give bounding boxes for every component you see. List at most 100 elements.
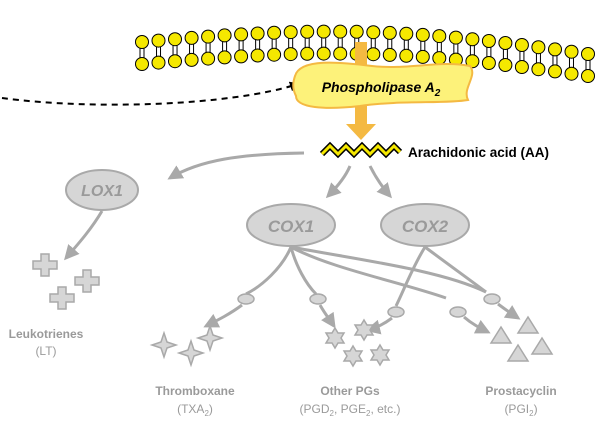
lipid-head-inner — [581, 69, 595, 83]
intermediate-pg1 — [309, 293, 327, 305]
lipid-tail — [205, 41, 211, 54]
lipid-head-outer — [366, 25, 381, 40]
lipid-tail — [337, 36, 343, 49]
intermediates — [237, 293, 501, 318]
cox2-branches — [394, 245, 487, 307]
prostacyclin-abbr: (PGI2) — [504, 402, 537, 418]
lipid-tail — [271, 37, 277, 50]
lipid-head-outer — [151, 33, 166, 48]
lipid-tail — [535, 52, 541, 65]
activation-dashed-arrow — [1, 81, 300, 106]
lipid-head-outer — [399, 26, 414, 41]
lipid-head-outer — [135, 35, 149, 49]
lipid-head-inner — [382, 47, 397, 62]
aa-to-lox1-arrow — [167, 151, 305, 180]
lipid-head-outer — [581, 47, 595, 61]
lt-cross-2 — [74, 269, 100, 293]
cox1-label: COX1 — [268, 217, 314, 236]
lipid-head-outer — [564, 44, 579, 59]
lipid-head-inner — [465, 54, 480, 69]
lipid-head-outer — [465, 32, 480, 47]
lipid-head-inner — [151, 55, 166, 70]
cox1-branch-pgi-b — [290, 245, 487, 294]
lipid-head-inner — [135, 57, 149, 71]
lipid-tail — [321, 36, 327, 49]
lox1-enzyme: LOX1 — [65, 169, 139, 211]
leukotrienes-label: Leukotrienes — [9, 327, 84, 341]
cox1-branch-tx — [245, 246, 293, 296]
lipid-head-outer — [415, 27, 430, 42]
lipid-head-outer — [333, 24, 348, 39]
lipid-head-inner — [250, 48, 265, 63]
tx-arrow — [203, 303, 243, 328]
lipid-head-outer — [514, 38, 529, 52]
leukotriene-symbols — [32, 253, 100, 310]
lipid-tail — [453, 42, 459, 55]
lipid-tail — [519, 50, 525, 63]
lipid-head-inner — [498, 58, 513, 72]
cox2-branch-pg — [394, 246, 427, 307]
cox2-enzyme: COX2 — [380, 203, 470, 247]
intermediate-tx — [237, 293, 255, 305]
lt-cross-1 — [32, 253, 58, 277]
lipid-tail — [288, 37, 294, 50]
lipid-head-outer — [382, 25, 397, 40]
lipid-head-outer — [217, 28, 232, 43]
lipid-tail — [502, 47, 508, 60]
lipid-head-inner — [514, 60, 529, 74]
lox1-label: LOX1 — [81, 183, 123, 200]
lipid-head-inner — [399, 48, 414, 63]
lipid-head-outer — [316, 24, 331, 39]
other-pg-symbols — [324, 318, 391, 368]
lipid-head-inner — [548, 64, 562, 79]
lipid-head-outer — [432, 29, 447, 44]
lipid-tail — [403, 38, 409, 51]
pg-star-4 — [369, 343, 391, 367]
lipid-tail — [387, 37, 393, 50]
lipid-head-inner — [184, 52, 199, 67]
pla2-subscript: 2 — [434, 88, 441, 99]
pla2-label: Phospholipase A — [322, 79, 435, 95]
lipid-tail — [304, 36, 310, 49]
pg-star-1 — [324, 326, 346, 350]
pgi-tri-1 — [489, 325, 513, 344]
lipid-head-inner — [267, 47, 282, 62]
arachidonic-acid-label: Arachidonic acid (AA) — [408, 145, 549, 160]
cox1-enzyme: COX1 — [246, 203, 336, 247]
prostacyclin-symbols — [489, 315, 554, 362]
lipid-head-outer — [448, 30, 463, 45]
lipid-head-inner — [168, 54, 182, 69]
lipid-head-outer — [481, 34, 496, 48]
product-arrows — [203, 302, 521, 335]
aa-arrows — [167, 151, 392, 199]
cox2-branch-pgi — [424, 245, 487, 294]
aa-to-cox2-arrow — [368, 165, 392, 199]
lipid-tail — [156, 45, 162, 58]
lipid-tail — [585, 59, 591, 71]
pgi-arrow-2 — [497, 302, 521, 320]
lipid-head-inner — [366, 47, 381, 62]
lipid-head-outer — [250, 26, 265, 41]
tx-star-2 — [195, 323, 225, 353]
lt-cross-3 — [49, 286, 75, 310]
thromboxane-symbols — [149, 323, 225, 368]
lipid-head-outer — [184, 30, 199, 45]
cox1-branches — [245, 245, 487, 300]
lipid-head-inner — [283, 47, 298, 62]
thromboxane-abbr: (TXA2) — [177, 402, 213, 418]
lipid-head-outer — [498, 36, 513, 50]
pgi-arrow-1 — [463, 315, 491, 334]
lipid-head-inner — [234, 49, 249, 64]
lipid-head-outer — [300, 24, 315, 39]
aa-to-cox1-arrow — [325, 165, 352, 199]
lipid-head-inner — [300, 46, 315, 61]
cox1-branch-pgi-a — [290, 245, 447, 300]
lipid-head-outer — [283, 25, 298, 40]
arachidonic-acid-molecule — [319, 141, 403, 159]
lipid-head-inner — [316, 46, 331, 61]
leukotrienes-abbr: (LT) — [35, 344, 56, 358]
lipid-tail — [172, 44, 178, 57]
lipid-head-outer — [201, 29, 216, 44]
tx-star-1 — [149, 330, 179, 360]
